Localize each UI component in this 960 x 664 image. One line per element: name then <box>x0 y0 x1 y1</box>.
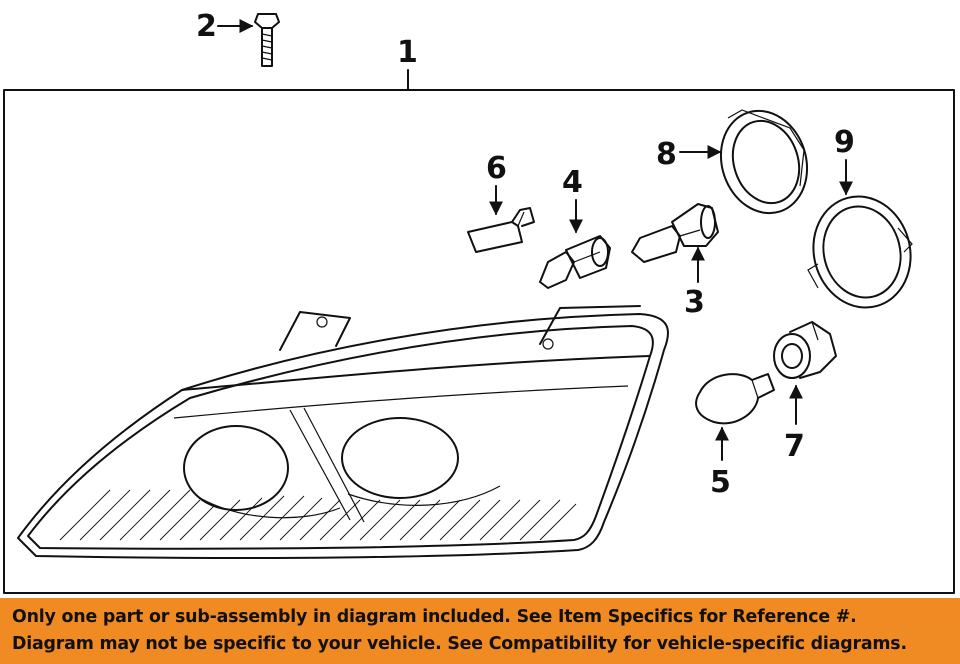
callout-3: 3 <box>684 285 705 320</box>
disclaimer-line-2: Diagram may not be specific to your vehi… <box>12 634 907 654</box>
disclaimer-banner: Only one part or sub-assembly in diagram… <box>0 598 960 664</box>
callout-8: 8 <box>656 137 677 172</box>
headlamp-bulb-3-part <box>631 203 719 263</box>
dust-cover-8-part <box>719 109 809 215</box>
headlamp-housing <box>17 305 669 559</box>
screw-part <box>254 13 280 67</box>
headlamp-bulb-4-part <box>539 235 611 289</box>
callout-4: 4 <box>562 165 583 200</box>
callout-7: 7 <box>784 429 805 464</box>
bulb-socket-part <box>773 321 837 379</box>
callout-1: 1 <box>397 35 418 70</box>
signal-bulb-part <box>695 373 775 425</box>
dust-cover-9-part <box>807 195 913 309</box>
callout-2: 2 <box>196 9 217 44</box>
callout-5: 5 <box>710 465 731 500</box>
parts-diagram: 1 2 6 4 3 8 <box>3 9 955 594</box>
wedge-bulb-part <box>467 207 535 253</box>
callout-6: 6 <box>486 151 507 186</box>
callout-9: 9 <box>834 125 855 160</box>
assembly-frame <box>3 89 955 594</box>
disclaimer-line-1: Only one part or sub-assembly in diagram… <box>12 607 857 627</box>
